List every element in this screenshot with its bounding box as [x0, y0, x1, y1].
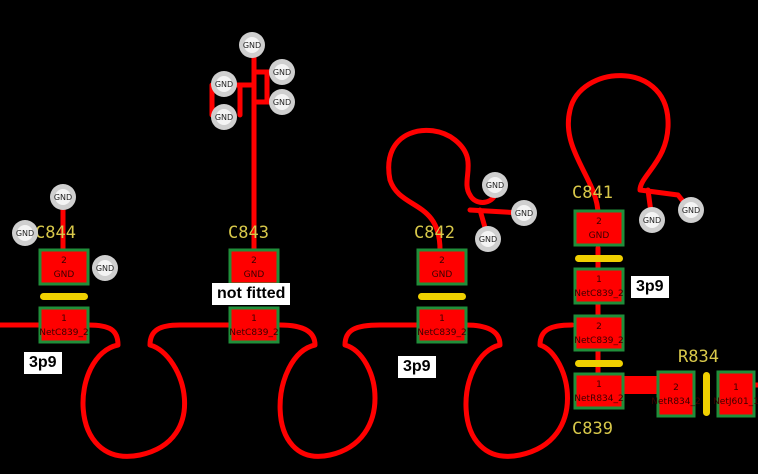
gnd-via-label: GND [54, 193, 72, 202]
c844-refdes: C844 [35, 223, 76, 243]
c839-pad-1[interactable] [573, 372, 625, 410]
c844-value-note: 3p9 [24, 352, 62, 374]
gnd-via[interactable]: GND [211, 104, 237, 130]
trace-c843-branch[interactable] [209, 69, 284, 118]
c839-refdes: C839 [572, 419, 613, 439]
gnd-via-hole [644, 212, 660, 228]
c843-pad-2-num: 2 [251, 256, 257, 266]
c839-pad-1-net: NetR834_2 [574, 394, 623, 404]
c842-pad-1-net: NetC839_2 [417, 328, 467, 338]
c841-refdes: C841 [572, 183, 613, 203]
gnd-via-label: GND [486, 181, 504, 190]
c839-pad-1-num: 1 [596, 380, 602, 390]
r834-pad-1[interactable] [716, 370, 756, 418]
c841-pad-1-net: NetC839_2 [574, 289, 624, 299]
gnd-via[interactable]: GND [678, 197, 704, 223]
gnd-via-hole [17, 225, 33, 241]
c843-value-note: not fitted [212, 283, 291, 305]
gnd-via[interactable]: GND [639, 207, 665, 233]
c842-value-note: 3p9 [398, 356, 436, 378]
c841-pad-2[interactable] [573, 209, 625, 247]
gnd-via[interactable]: GND [92, 255, 118, 281]
gnd-via[interactable]: GND [239, 32, 265, 58]
gnd-via[interactable]: GND [269, 89, 295, 115]
c843-refdes: C843 [228, 223, 269, 243]
r834-pad-2-net: NetR834_2 [651, 397, 700, 407]
c844-pad-1-num: 1 [61, 314, 67, 324]
gnd-via-hole [244, 37, 260, 53]
gnd-via-hole [97, 260, 113, 276]
c841-pad-1-num: 1 [596, 275, 602, 285]
c842-refdes: C842 [414, 223, 455, 243]
gnd-via-hole [216, 76, 232, 92]
gnd-via-hole [274, 94, 290, 110]
gnd-via-label: GND [273, 68, 291, 77]
c841-value-note: 3p9 [631, 276, 669, 298]
rf-trace[interactable] [0, 322, 575, 459]
gnd-via[interactable]: GND [211, 71, 237, 97]
gnd-via[interactable]: GND [12, 220, 38, 246]
gnd-via[interactable]: GND [482, 172, 508, 198]
gnd-via-hole [274, 64, 290, 80]
c844-pad-1[interactable] [38, 306, 90, 344]
c839-pad-2[interactable] [573, 314, 625, 352]
gnd-via-hole [216, 109, 232, 125]
c844-pad-2-net: GND [54, 270, 75, 280]
c842-pad-1-num: 1 [439, 314, 445, 324]
gnd-via-label: GND [243, 41, 261, 50]
c842-pad-2[interactable] [416, 248, 468, 286]
c842-silk-bar [418, 293, 466, 300]
c841-pad-2-num: 2 [596, 217, 602, 227]
c843-pad-1[interactable] [228, 306, 280, 344]
c844-silk-bar [40, 293, 88, 300]
gnd-via-label: GND [479, 235, 497, 244]
gnd-via-hole [516, 205, 532, 221]
r834-refdes: R834 [678, 347, 719, 367]
c839-pad-2-num: 2 [596, 322, 602, 332]
gnd-via-label: GND [515, 209, 533, 218]
c844-pad-1-net: NetC839_2 [39, 328, 89, 338]
c843-pad-2-net: GND [244, 270, 265, 280]
c839-pad-2-net: NetC839_2 [574, 336, 624, 346]
gnd-via-hole [683, 202, 699, 218]
gnd-via[interactable]: GND [269, 59, 295, 85]
r834-silk-bar [703, 372, 710, 416]
c842-pad-2-num: 2 [439, 256, 445, 266]
gnd-via-label: GND [215, 113, 233, 122]
r834-pad-1-net: NetJ601_1 [713, 397, 758, 407]
c844-pad-2[interactable] [38, 248, 90, 286]
r834-copper-pour [620, 376, 660, 394]
c841-pad-1[interactable] [573, 267, 625, 305]
r834-pad-1-num: 1 [733, 383, 739, 393]
gnd-via-hole [480, 231, 496, 247]
gnd-via-hole [487, 177, 503, 193]
c843-pad-1-num: 1 [251, 314, 257, 324]
c844-pad-2-num: 2 [61, 256, 67, 266]
gnd-via-label: GND [96, 264, 114, 273]
gnd-via-label: GND [682, 206, 700, 215]
gnd-via-label: GND [643, 216, 661, 225]
gnd-via-label: GND [16, 229, 34, 238]
r834-pad-2-num: 2 [673, 383, 679, 393]
c841-silk-bar [575, 255, 623, 262]
gnd-via-label: GND [215, 80, 233, 89]
r834-pad-2[interactable] [656, 370, 696, 418]
gnd-via[interactable]: GND [511, 200, 537, 226]
c842-pad-2-net: GND [432, 270, 453, 280]
gnd-via[interactable]: GND [50, 184, 76, 210]
c843-pad-2[interactable] [228, 248, 280, 286]
gnd-via-label: GND [273, 98, 291, 107]
gnd-via-hole [55, 189, 71, 205]
c843-pad-1-net: NetC839_2 [229, 328, 279, 338]
gnd-via[interactable]: GND [475, 226, 501, 252]
c842-pad-1[interactable] [416, 306, 468, 344]
c841-pad-2-net: GND [589, 231, 610, 241]
c839-silk-bar [575, 360, 623, 367]
